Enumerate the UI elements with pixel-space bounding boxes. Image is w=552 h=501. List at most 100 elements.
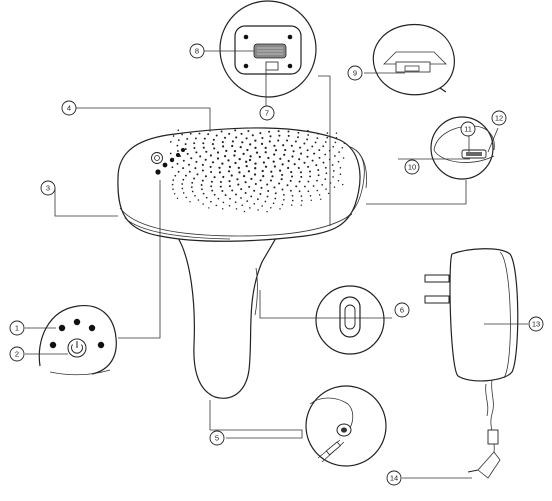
vent-hole — [193, 147, 196, 149]
vent-hole — [169, 141, 172, 143]
vent-hole — [177, 129, 180, 131]
vent-hole — [307, 129, 309, 132]
vent-hole — [193, 142, 196, 145]
vent-hole — [194, 137, 197, 140]
vent-hole — [303, 185, 306, 188]
vent-hole — [320, 198, 322, 200]
vent-hole — [253, 189, 256, 192]
vent-hole — [298, 180, 301, 183]
vent-hole — [231, 144, 234, 148]
vent-hole — [204, 158, 207, 161]
vent-hole — [335, 132, 338, 134]
vent-hole — [234, 201, 237, 204]
callout-4: 4 — [61, 100, 77, 116]
vent-hole — [299, 146, 302, 149]
vent-hole — [245, 164, 248, 168]
vent-hole — [244, 181, 247, 184]
vent-hole — [307, 134, 310, 136]
vent-hole — [228, 165, 232, 169]
vent-hole — [274, 149, 278, 152]
vent-hole — [324, 178, 327, 180]
vent-hole — [337, 179, 340, 182]
vent-hole — [258, 155, 261, 159]
vent-hole — [185, 196, 187, 199]
vent-hole — [278, 134, 281, 137]
callout-7: 7 — [259, 105, 275, 121]
vent-hole — [306, 138, 309, 141]
vent-hole — [260, 186, 263, 189]
vent-hole — [195, 160, 198, 163]
vent-hole — [221, 208, 224, 210]
vent-hole — [316, 179, 318, 182]
vent-hole — [237, 166, 240, 170]
vent-hole — [264, 151, 267, 154]
vent-hole — [337, 160, 340, 163]
vent-hole — [309, 175, 312, 178]
vent-hole — [300, 152, 303, 155]
svg-text:14: 14 — [390, 474, 398, 483]
vent-hole — [238, 171, 241, 174]
vent-hole — [171, 183, 174, 186]
vent-hole — [222, 145, 225, 148]
vent-hole — [262, 161, 266, 164]
svg-text:9: 9 — [353, 69, 357, 78]
vent-hole — [247, 170, 251, 173]
vent-hole — [181, 187, 184, 190]
vent-hole — [239, 145, 242, 149]
vent-hole — [186, 152, 189, 155]
vent-hole — [321, 183, 324, 186]
vent-hole — [182, 159, 185, 162]
vent-hole — [298, 158, 301, 161]
vent-hole — [261, 136, 264, 140]
vent-hole — [254, 162, 257, 165]
vent-hole — [238, 157, 241, 161]
switch-detail — [315, 285, 385, 355]
vent-hole — [196, 173, 199, 176]
vent-hole — [220, 130, 223, 133]
vent-hole — [201, 169, 204, 172]
vent-hole — [300, 204, 302, 206]
vent-hole — [325, 172, 328, 175]
vent-hole — [254, 146, 257, 150]
vent-hole — [335, 137, 338, 139]
vent-hole — [240, 132, 243, 135]
vent-hole — [194, 194, 196, 197]
vent-hole — [313, 152, 316, 155]
vent-hole — [327, 192, 330, 195]
vent-hole — [229, 197, 231, 200]
svg-text:12: 12 — [495, 114, 503, 123]
vent-hole — [268, 130, 271, 133]
vent-hole — [203, 137, 206, 140]
vent-hole — [218, 166, 221, 169]
vent-hole — [210, 200, 212, 203]
vent-hole — [216, 157, 220, 160]
vent-pattern — [169, 129, 346, 213]
vent-hole — [322, 161, 325, 164]
vent-hole — [202, 192, 205, 195]
vent-hole — [284, 149, 287, 152]
vent-hole — [208, 207, 210, 209]
vent-hole — [228, 205, 231, 207]
vent-hole — [197, 199, 200, 201]
vent-hole — [266, 195, 269, 198]
vent-hole — [267, 190, 270, 192]
vent-hole — [291, 199, 294, 202]
vent-hole — [211, 161, 215, 164]
vent-hole — [234, 129, 237, 132]
vent-hole — [281, 163, 284, 166]
vent-hole — [292, 150, 295, 153]
vent-hole — [290, 144, 293, 147]
device-body — [117, 127, 367, 399]
vent-hole — [249, 143, 252, 146]
vent-hole — [254, 139, 257, 142]
vent-hole — [237, 183, 240, 186]
vent-hole — [202, 142, 205, 145]
vent-hole — [322, 145, 325, 148]
vent-hole — [259, 179, 262, 182]
vent-hole — [202, 203, 204, 205]
vent-hole — [202, 146, 205, 149]
callout-8: 8 — [189, 43, 205, 59]
vent-hole — [273, 186, 276, 189]
vent-hole — [266, 183, 269, 186]
vent-hole — [228, 180, 231, 183]
